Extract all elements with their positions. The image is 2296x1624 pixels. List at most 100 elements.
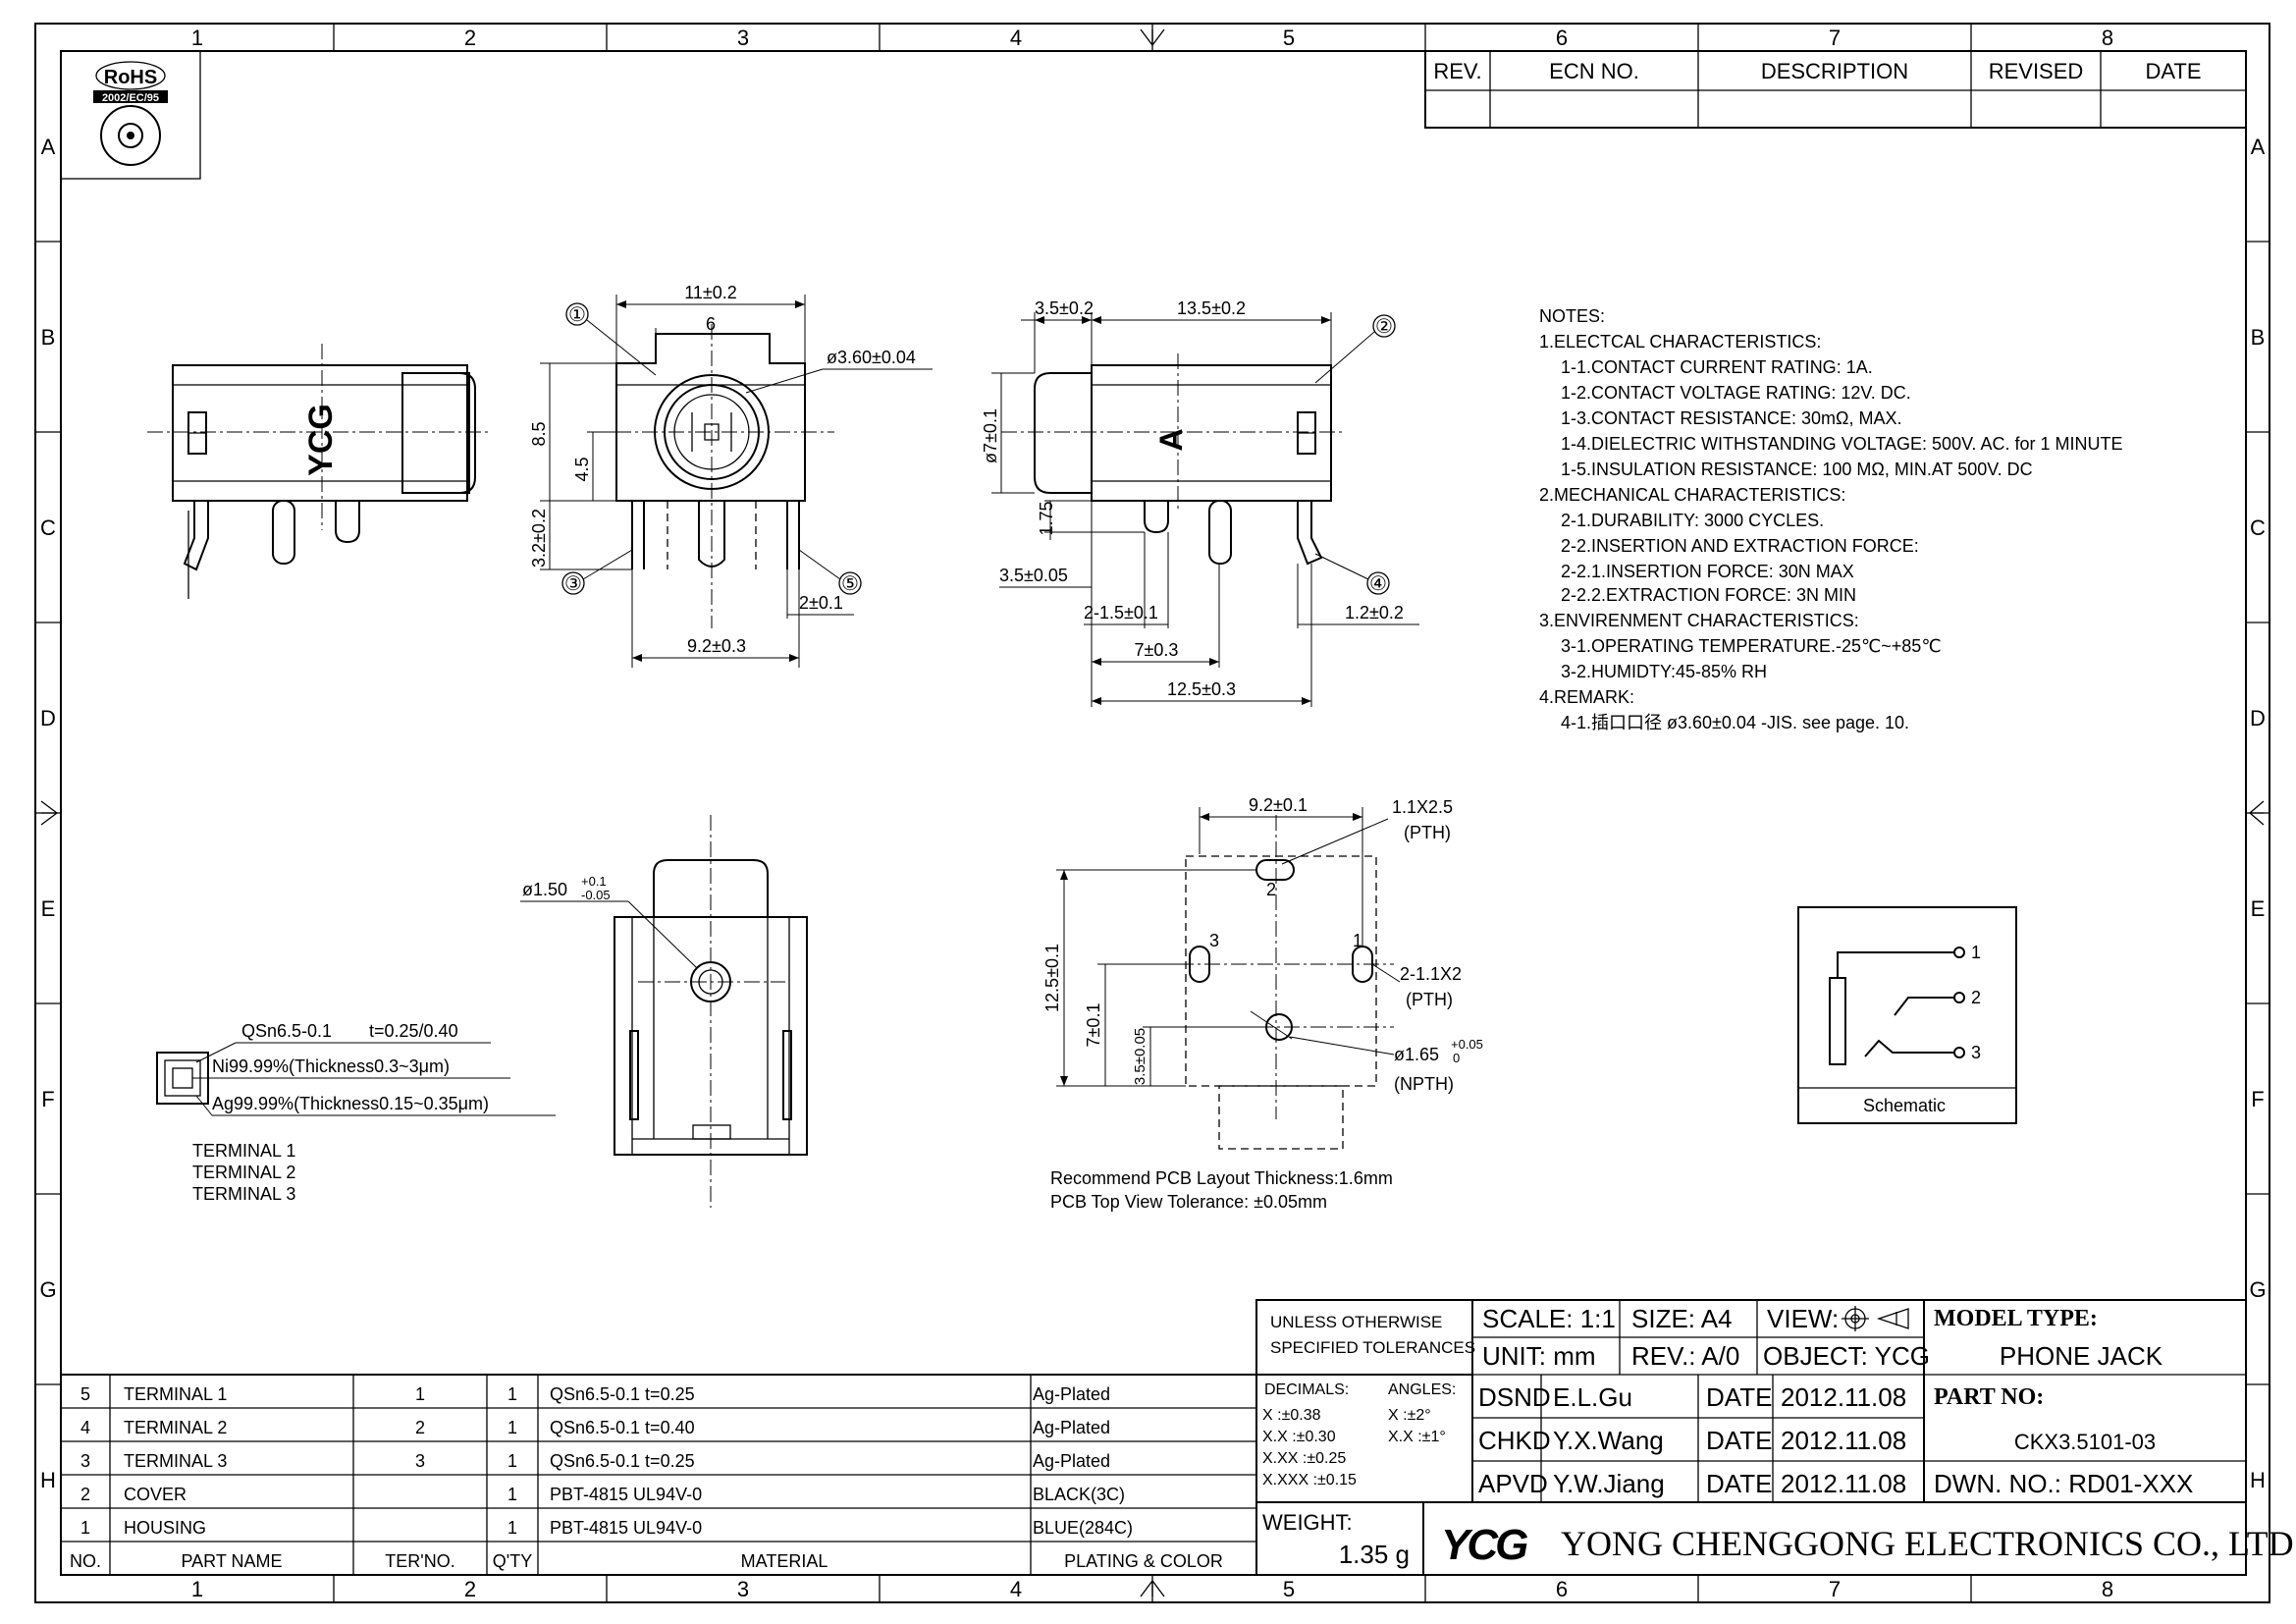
schematic-pin: 3 <box>1971 1043 1981 1062</box>
note-line: 1-4.DIELECTRIC WITHSTANDING VOLTAGE: 500… <box>1561 434 2122 454</box>
model-type-value: PHONE JACK <box>2000 1341 2163 1371</box>
row-label: E <box>41 896 56 921</box>
pcb-note-2: PCB Top View Tolerance: ±0.05mm <box>1050 1192 1327 1212</box>
front-view: 11±0.2 6 ø3.60±0.04 8.5 4.5 3.2±0.2 2±0.… <box>529 283 933 668</box>
bom-cell: 1 <box>507 1418 517 1437</box>
pcb-pin-label: 1 <box>1353 931 1362 950</box>
signoff-name: E.L.Gu <box>1553 1382 1632 1412</box>
tol-xxx: X.XX :±0.25 <box>1262 1450 1346 1467</box>
rohs-label: RoHS <box>104 67 157 88</box>
bom-cell: QSn6.5-0.1 t=0.25 <box>550 1451 695 1471</box>
front-pin-span-dim: 9.2±0.3 <box>687 636 746 656</box>
column-label: 2 <box>464 26 476 50</box>
note-line: 3.ENVIRENMENT CHARACTERISTICS: <box>1539 611 1859 630</box>
column-label: 6 <box>1556 26 1568 50</box>
tol-xxxx: X.XXX :±0.15 <box>1262 1472 1357 1489</box>
note-line: 2-2.2.EXTRACTION FORCE: 3N MIN <box>1561 585 1856 605</box>
pcb-span-dim: 9.2±0.1 <box>1249 795 1308 815</box>
rev-header: REV. <box>1433 59 1481 83</box>
column-label: 7 <box>1829 26 1841 50</box>
note-line: 2-2.1.INSERTION FORCE: 30N MAX <box>1561 562 1854 581</box>
row-label: E <box>2251 896 2266 921</box>
projection-symbol-icon <box>1842 1306 1909 1331</box>
schematic-symbol: Schematic 1 2 3 <box>1797 906 2017 1124</box>
signoff-date-label: DATE <box>1706 1469 1772 1498</box>
bom-cell: 3 <box>415 1451 425 1471</box>
row-label: G <box>2249 1277 2266 1302</box>
signoff-name: Y.X.Wang <box>1553 1426 1664 1455</box>
front-hole-dim: ø3.60±0.04 <box>827 348 916 367</box>
bom-cell: PBT-4815 UL94V-0 <box>550 1485 702 1504</box>
signoff-date: 2012.11.08 <box>1781 1426 1906 1455</box>
terminal-name: TERMINAL 3 <box>192 1184 295 1204</box>
scale: SCALE: 1:1 <box>1482 1304 1616 1333</box>
tolerance-title-2: SPECIFIED TOLERANCES <box>1270 1338 1475 1357</box>
notes-title: NOTES: <box>1539 306 1605 326</box>
column-label: 3 <box>737 26 749 50</box>
right-pin-c-dim: 7±0.3 <box>1135 640 1179 660</box>
terminal-plating-detail: QSn6.5-0.1 t=0.25/0.40 Ni99.99%(Thicknes… <box>156 1021 556 1204</box>
front-callout-5: ⑤ <box>841 573 859 595</box>
pcb-note-1: Recommend PCB Layout Thickness:1.6mm <box>1050 1168 1393 1188</box>
pcb-hole-type: (NPTH) <box>1394 1074 1454 1094</box>
weight-label: WEIGHT: <box>1262 1510 1353 1535</box>
bom-header: TER'NO. <box>385 1551 454 1571</box>
note-line: 1-1.CONTACT CURRENT RATING: 1A. <box>1561 357 1873 377</box>
note-line: 1-2.CONTACT VOLTAGE RATING: 12V. DC. <box>1561 383 1911 403</box>
pcb-layout-view: 1 2 3 9.2±0.1 1.1X2.5 (PTH) 2-1.1X2 (PTH… <box>1042 795 1483 1212</box>
row-label: C <box>2250 515 2266 540</box>
bom-cell: Ag-Plated <box>1033 1451 1110 1471</box>
signoff-date: 2012.11.08 <box>1781 1469 1906 1498</box>
bom-cell: 1 <box>507 1451 517 1471</box>
bom-cell: TERMINAL 3 <box>124 1451 227 1471</box>
schematic-pin: 2 <box>1971 988 1981 1007</box>
bom-header: MATERIAL <box>741 1551 828 1571</box>
front-callout-3: ③ <box>564 573 582 595</box>
bom-header: PART NAME <box>181 1551 282 1571</box>
bom-cell: TERMINAL 2 <box>124 1418 227 1437</box>
sheet-border <box>34 23 2270 1603</box>
bottom-hole-dim: ø1.50 <box>522 880 567 899</box>
column-label: 1 <box>191 1577 203 1601</box>
weight-value: 1.35 g <box>1339 1540 1410 1569</box>
schematic-label: Schematic <box>1863 1096 1946 1115</box>
terminal-name: TERMINAL 2 <box>192 1163 295 1182</box>
note-line: 2.MECHANICAL CHARACTERISTICS: <box>1539 485 1845 505</box>
date-header: DATE <box>2145 59 2201 83</box>
note-line: 4.REMARK: <box>1539 687 1634 707</box>
bom-header: PLATING & COLOR <box>1064 1551 1223 1571</box>
bom-cell: 2 <box>415 1418 425 1437</box>
terminal-name: TERMINAL 1 <box>192 1141 295 1161</box>
signoff-date: 2012.11.08 <box>1781 1382 1906 1412</box>
signoff-date-label: DATE <box>1706 1382 1772 1412</box>
row-label: B <box>41 325 56 350</box>
front-center-height-dim: 4.5 <box>572 457 592 481</box>
right-pin-e-dim: 1.2±0.2 <box>1345 603 1404 623</box>
bom-cell: 4 <box>80 1418 90 1437</box>
row-label: D <box>2250 706 2266 731</box>
front-pin-width-dim: 2±0.1 <box>799 593 843 613</box>
model-type-label: MODEL TYPE: <box>1934 1306 2098 1331</box>
object: OBJECT: YCG <box>1763 1341 1930 1371</box>
pcb-slot-top-type: (PTH) <box>1404 823 1451 842</box>
row-label: G <box>39 1277 56 1302</box>
bom-header: Q'TY <box>493 1551 532 1571</box>
description-header: DESCRIPTION <box>1761 59 1908 83</box>
part-no-label: PART NO: <box>1934 1384 2044 1410</box>
pcb-hole-tol-minus: 0 <box>1453 1051 1460 1065</box>
row-label: B <box>2251 325 2266 350</box>
bom-cell: 1 <box>507 1518 517 1538</box>
pcb-hole-tol-plus: +0.05 <box>1451 1037 1483 1052</box>
column-label: 3 <box>737 1577 749 1601</box>
bom-cell: Ag-Plated <box>1033 1384 1110 1404</box>
terminal-material: QSn6.5-0.1 <box>241 1021 332 1041</box>
note-line: 3-2.HUMIDTY:45-85% RH <box>1561 662 1767 681</box>
drawing-no: DWN. NO.: RD01-XXX <box>1934 1469 2193 1498</box>
bom-cell: PBT-4815 UL94V-0 <box>550 1518 702 1538</box>
rohs-directive: 2002/EC/95 <box>102 92 159 104</box>
signoff-name: Y.W.Jiang <box>1553 1469 1665 1498</box>
row-label: H <box>40 1468 56 1492</box>
